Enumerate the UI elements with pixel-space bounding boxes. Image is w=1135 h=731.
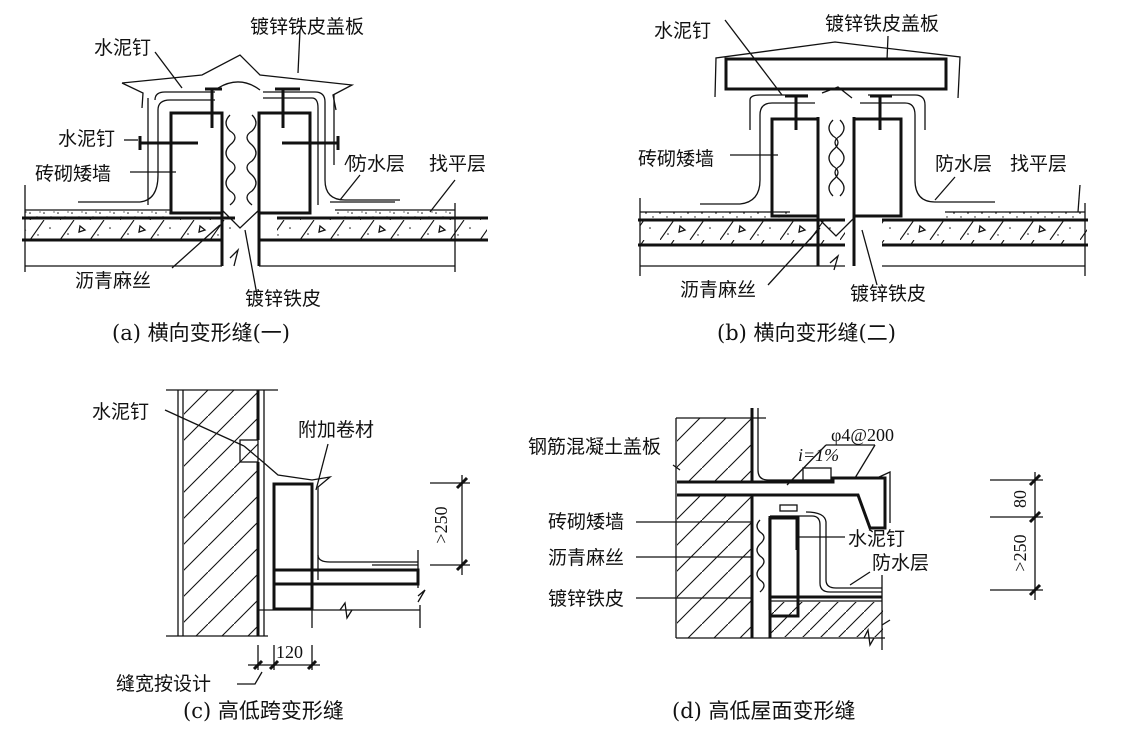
asphalt-hemp xyxy=(225,114,236,206)
label-galvanized-sheet: 镀锌铁皮 xyxy=(850,283,926,305)
caption-c: (c) 高低跨变形缝 xyxy=(183,699,344,723)
label-galvanized-cover-plate: 镀锌铁皮盖板 xyxy=(250,16,364,38)
label-waterproof-layer: 防水层 xyxy=(872,552,929,574)
dimension-height: >250 xyxy=(431,506,451,543)
label-waterproof-layer: 防水层 xyxy=(935,153,992,175)
label-asphalt-hemp: 沥青麻丝 xyxy=(75,270,151,292)
label-asphalt-hemp: 沥青麻丝 xyxy=(548,547,624,569)
label-screed-layer: 找平层 xyxy=(429,153,486,175)
label-cement-nail: 水泥钉 xyxy=(848,528,905,550)
dimension-height: >250 xyxy=(1010,534,1030,571)
label-brick-low-wall: 砖砌矮墙 xyxy=(35,163,111,185)
concrete-slab-right xyxy=(277,218,487,240)
rc-cover-plate xyxy=(677,476,887,530)
panel-a: 镀锌铁皮盖板 水泥钉 水泥钉 砖砌矮墙 防水层 找平层 沥青麻丝 镀锌铁皮 (a… xyxy=(22,16,488,345)
high-span-wall xyxy=(184,390,258,636)
asphalt-hemp xyxy=(828,119,839,197)
panel-d: 80 >250 φ4@200 i=1% 钢筋混凝土盖板 砖砌矮墙 沥青麻丝 镀锌… xyxy=(528,408,1043,723)
label-extra-membrane: 附加卷材 xyxy=(298,419,374,441)
label-cement-nail-top: 水泥钉 xyxy=(94,37,151,59)
galvanized-cover-plate xyxy=(121,54,355,111)
concrete-slab-right xyxy=(882,220,1087,244)
label-rc-cover-plate: 钢筋混凝土盖板 xyxy=(528,436,661,458)
label-galvanized-sheet: 镀锌铁皮 xyxy=(548,588,624,610)
brick-low-wall-left xyxy=(770,117,820,218)
panel-c: >250 120 水泥钉 附加卷材 缝宽按设计 (c) 高低跨变形缝 xyxy=(92,389,470,723)
label-cement-nail-side: 水泥钉 xyxy=(58,128,115,150)
high-wall xyxy=(677,418,752,638)
label-waterproof-layer: 防水层 xyxy=(348,153,405,175)
label-brick-low-wall: 砖砌矮墙 xyxy=(548,511,624,533)
caption-b: (b) 横向变形缝(二) xyxy=(717,321,896,345)
galvanized-sheet xyxy=(817,217,855,237)
concrete-slab-left xyxy=(640,220,845,244)
dimension-width: 120 xyxy=(276,642,303,662)
label-screed-layer: 找平层 xyxy=(1010,153,1067,175)
label-cement-nail: 水泥钉 xyxy=(654,20,711,42)
extra-membrane xyxy=(243,445,333,580)
galvanized-cover-plate xyxy=(724,57,948,91)
caption-a: (a) 横向变形缝(一) xyxy=(112,321,290,345)
label-asphalt-hemp: 沥青麻丝 xyxy=(680,279,756,301)
roof-slab xyxy=(272,568,420,586)
concrete-slab-left xyxy=(25,218,235,240)
panel-b: 镀锌铁皮盖板 水泥钉 砖砌矮墙 防水层 找平层 沥青麻丝 镀锌铁皮 (b) 横向… xyxy=(638,13,1088,345)
label-galvanized-sheet: 镀锌铁皮 xyxy=(245,288,321,310)
label-slope: i=1% xyxy=(798,445,839,465)
low-span-wall xyxy=(272,482,314,611)
label-galvanized-cover-plate: 镀锌铁皮盖板 xyxy=(825,13,939,35)
label-gap-width: 缝宽按设计 xyxy=(116,673,211,695)
galvanized-sheet xyxy=(221,209,260,229)
label-brick-low-wall: 砖砌矮墙 xyxy=(638,148,714,170)
brick-low-wall-right xyxy=(852,117,903,218)
dimension-top: 80 xyxy=(1010,490,1030,508)
caption-d: (d) 高低屋面变形缝 xyxy=(672,699,856,723)
brick-low-wall-left xyxy=(169,111,224,215)
label-rebar-spec: φ4@200 xyxy=(831,425,894,445)
label-cement-nail: 水泥钉 xyxy=(92,401,149,423)
asphalt-hemp xyxy=(756,519,765,593)
